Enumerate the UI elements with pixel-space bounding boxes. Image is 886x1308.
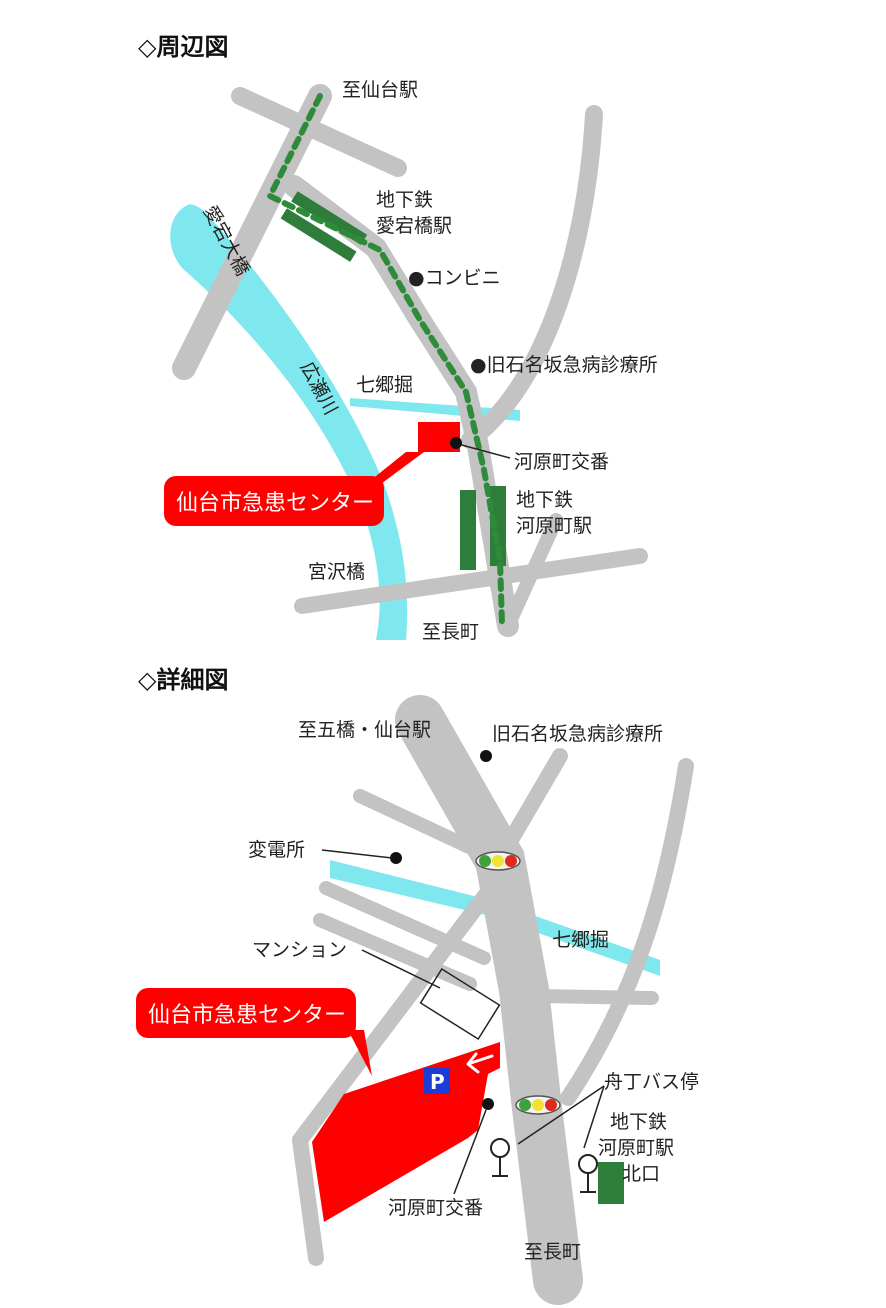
parking-arrow [466,1052,494,1074]
center-callout-area-box [164,476,384,526]
bus-stop-label: 舟丁バス停 [604,1071,699,1093]
road-east-curve-detail [560,758,694,1106]
subway-atagobashi-label2: 愛宕橋駅 [376,215,452,237]
to-sendai-station-label: 至仙台駅 [342,79,418,101]
substation-label: 変電所 [248,839,305,861]
bus-stop-east-icon [578,1154,598,1193]
old-clinic-dot [480,750,492,762]
traffic-signal-north [475,851,521,871]
convenience-store-label: ●コンビニ [408,267,501,289]
road-east-curve [461,105,603,449]
road-center-diag [292,868,508,1148]
police-box-label: 河原町交番 [514,451,609,473]
center-callout-area-text: 仙台市急患センター [176,491,374,516]
parking-label: P [430,1070,445,1094]
traffic-signal-south [515,1095,561,1115]
subway-exit-label1: 地下鉄 [610,1111,667,1133]
to-nagamachi-label: 至長町 [422,621,479,643]
shichigo-canal-detail-label: 七郷掘 [552,929,609,951]
road-south-east [501,513,563,633]
bus-stop-leader-east [583,1085,605,1149]
old-clinic-label: ●旧石名坂急病診療所 [470,354,658,376]
to-goshashi-label: 至五橋・仙台駅 [298,719,431,741]
detail-map-heading: ◇詳細図 [138,666,228,694]
area-map-heading: ◇周辺図 [138,33,228,61]
kawaramachi-station-west [460,490,476,570]
bus-stop-west-icon [490,1138,510,1177]
mansion-leader [361,949,441,989]
police-leader-detail [453,1109,487,1195]
road-north-diag [231,87,407,177]
substation-leader [321,849,393,859]
substation-dot [390,852,402,864]
subway-kawaramachi-label1: 地下鉄 [516,489,573,511]
hirose-river [170,204,408,640]
police-leader-area [457,443,511,459]
bus-stop-leader-west [517,1085,605,1145]
subway-exit-north [598,1162,624,1204]
callout-pointer-detail [348,1030,372,1076]
center-callout-detail-box [136,988,356,1038]
miyazawa-bridge-label: 宮沢橋 [308,561,365,583]
police-box-detail-label: 河原町交番 [388,1197,483,1219]
road-w-diag-1 [319,881,491,965]
mansion-building [419,967,501,1041]
subway-exit-label3: 北口 [622,1163,660,1185]
subway-exit-label2: 河原町駅 [598,1137,674,1159]
road-west-vertical [292,1132,324,1266]
center-callout-detail-text: 仙台市急患センター [148,1003,346,1028]
mansion-label: マンション [252,939,347,961]
subway-route [265,93,505,627]
detail-map: ◇詳細図 P [136,666,699,1305]
old-clinic-detail-label: 旧石名坂急病診療所 [492,723,663,745]
area-map: ◇周辺図 至仙台駅 地下鉄 愛宕橋駅 ●コンビニ ●旧石名坂急病診療所 [138,33,658,643]
shichigo-canal-label: 七郷掘 [356,374,413,396]
subway-kawaramachi-label2: 河原町駅 [516,515,592,537]
police-box-dot-detail [482,1098,494,1110]
kawaramachi-station-east [490,486,506,566]
main-road [395,695,583,1305]
road-w-diag-2 [313,913,477,991]
shichigo-canal-detail [330,860,660,976]
parking-sign [424,1068,450,1094]
police-box-dot-area [450,437,462,449]
center-building-detail [312,1042,500,1222]
road-east-horizontal [533,989,659,1005]
to-nagamachi-detail-label: 至長町 [524,1241,581,1263]
miyazawa-road [294,548,648,614]
subway-atagobashi-label1: 地下鉄 [376,189,433,211]
